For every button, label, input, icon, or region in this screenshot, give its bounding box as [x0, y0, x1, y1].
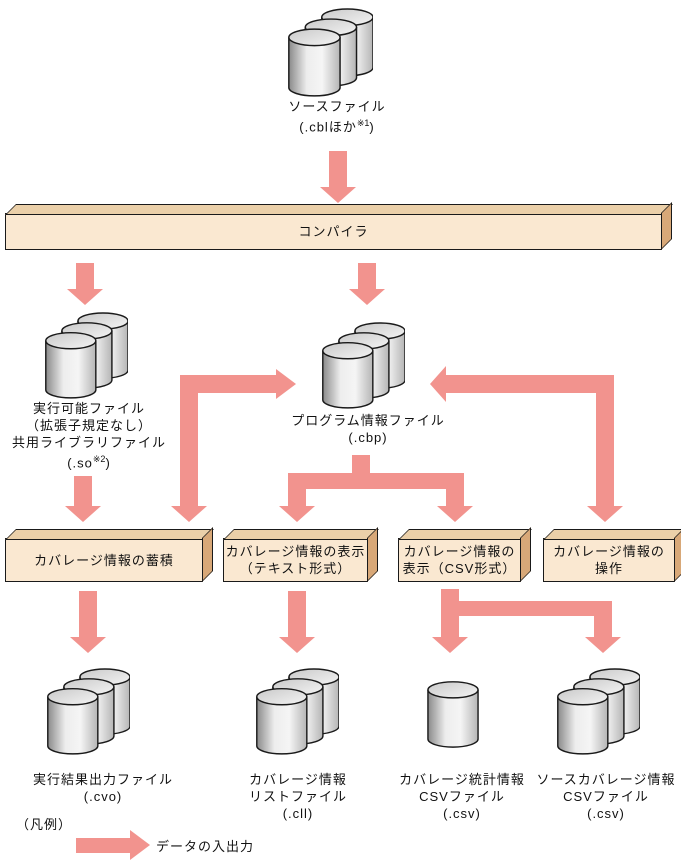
coverage-list-line2: リストファイル: [248, 789, 347, 804]
coverage-list-ext: (.cll): [282, 806, 314, 821]
program-info-name: プログラム情報ファイル: [291, 413, 445, 428]
arrow-shaft: [441, 616, 459, 637]
arrow-head-down-icon: [437, 506, 473, 522]
display-csv-line2: 表示（CSV形式）: [402, 561, 517, 576]
arrow-shaft: [180, 375, 198, 506]
accumulate-label: カバレージ情報の蓄積: [34, 552, 174, 568]
operate-label: カバレージ情報の 操作: [553, 543, 665, 577]
source-coverage-ext: (.csv): [587, 806, 625, 821]
arrow-shaft: [329, 151, 347, 187]
legend-arrow-label: データの入出力: [156, 839, 255, 854]
arrow-shaft: [596, 375, 614, 506]
coverage-list-line1: カバレージ情報: [249, 772, 347, 787]
arrow-head-left-icon: [430, 366, 446, 402]
source-files-label: ソースファイル (.cblほか※1): [257, 98, 417, 135]
arrow-head-down-icon: [70, 637, 106, 653]
executable-line3: 共用ライブラリファイル: [11, 435, 166, 450]
arrow-head-right-icon: [276, 369, 296, 399]
source-files-icon: [288, 8, 373, 97]
program-info-files-icon: [322, 322, 405, 409]
source-coverage-line1: ソースカバレージ情報: [536, 772, 676, 787]
display-text-line2: （テキスト形式）: [239, 561, 352, 576]
display-csv-line1: カバレージ情報の: [403, 544, 516, 559]
arrow-shaft: [288, 473, 464, 489]
arrow-head-down-icon: [587, 506, 623, 522]
arrow-shaft: [594, 616, 612, 637]
arrow-shaft: [180, 375, 276, 393]
arrow-shaft: [352, 455, 370, 473]
coverage-stat-line1: カバレージ統計情報: [399, 772, 525, 787]
arrow-shaft: [446, 489, 464, 506]
display-csv-label: カバレージ情報の 表示（CSV形式）: [403, 543, 517, 577]
compiler-label: コンパイラ: [298, 224, 369, 239]
arrow-shaft: [74, 476, 92, 506]
operate-line2: 操作: [594, 561, 623, 576]
arrow-shaft: [441, 601, 612, 616]
coverage-stat-file-icon: [427, 681, 479, 748]
arrow-head-down-icon: [320, 187, 356, 203]
arrow-head-down-icon: [279, 637, 315, 653]
arrow-head-down-icon: [279, 506, 315, 522]
arrow-shaft: [446, 375, 614, 393]
coverage-stat-ext: (.csv): [443, 806, 481, 821]
display-text-label: カバレージ情報の表示 （テキスト形式）: [226, 543, 366, 577]
arrow-shaft: [288, 591, 306, 637]
display-text-line1: カバレージ情報の表示: [225, 544, 366, 559]
executable-files-label: 実行可能ファイル （拡張子規定なし） 共用ライブラリファイル (.so※2): [8, 400, 170, 471]
source-coverage-label: ソースカバレージ情報 CSVファイル (.csv): [524, 771, 681, 822]
coverage-list-files-icon: [256, 668, 339, 755]
arrow-shaft: [76, 838, 130, 853]
source-name: ソースファイル: [288, 99, 386, 114]
operate-box: カバレージ情報の 操作: [543, 538, 675, 582]
arrow-shaft: [76, 263, 94, 289]
coverage-stat-label: カバレージ統計情報 CSVファイル (.csv): [382, 771, 542, 822]
display-text-box: カバレージ情報の表示 （テキスト形式）: [223, 538, 368, 582]
source-ext: (.cblほか※1): [299, 118, 375, 135]
arrow-shaft: [441, 589, 459, 601]
compiler-box: コンパイラ: [5, 213, 662, 250]
arrow-head-right-icon: [130, 830, 150, 860]
arrow-shaft: [358, 263, 376, 289]
legend-title: （凡例）: [16, 817, 73, 832]
exec-result-label: 実行結果出力ファイル (.cvo): [22, 771, 184, 805]
arrow-shaft: [288, 489, 306, 506]
source-coverage-files-icon: [557, 668, 640, 755]
program-info-ext: (.cbp): [348, 430, 388, 445]
arrow-head-down-icon: [65, 506, 101, 522]
exec-result-name: 実行結果出力ファイル: [32, 772, 173, 787]
arrow-head-down-icon: [349, 289, 385, 305]
source-coverage-line2: CSVファイル: [563, 789, 649, 804]
executable-ext: (.so※2): [67, 454, 111, 471]
arrow-head-down-icon: [171, 506, 207, 522]
arrow-head-down-icon: [432, 637, 468, 653]
arrow-head-down-icon: [67, 289, 103, 305]
program-info-label: プログラム情報ファイル (.cbp): [278, 412, 458, 446]
arrow-shaft: [79, 591, 97, 637]
executable-line1: 実行可能ファイル: [32, 401, 145, 416]
coverage-list-label: カバレージ情報 リストファイル (.cll): [217, 771, 379, 822]
executable-line2: （拡張子規定なし）: [25, 418, 152, 433]
coverage-stat-line2: CSVファイル: [419, 789, 505, 804]
executable-files-icon: [45, 312, 128, 399]
display-csv-box: カバレージ情報の 表示（CSV形式）: [398, 538, 521, 582]
operate-line1: カバレージ情報の: [553, 544, 665, 559]
exec-result-ext: (.cvo): [83, 789, 123, 804]
accumulate-box: カバレージ情報の蓄積: [5, 538, 203, 582]
arrow-head-down-icon: [585, 637, 621, 653]
exec-result-files-icon: [47, 668, 130, 755]
